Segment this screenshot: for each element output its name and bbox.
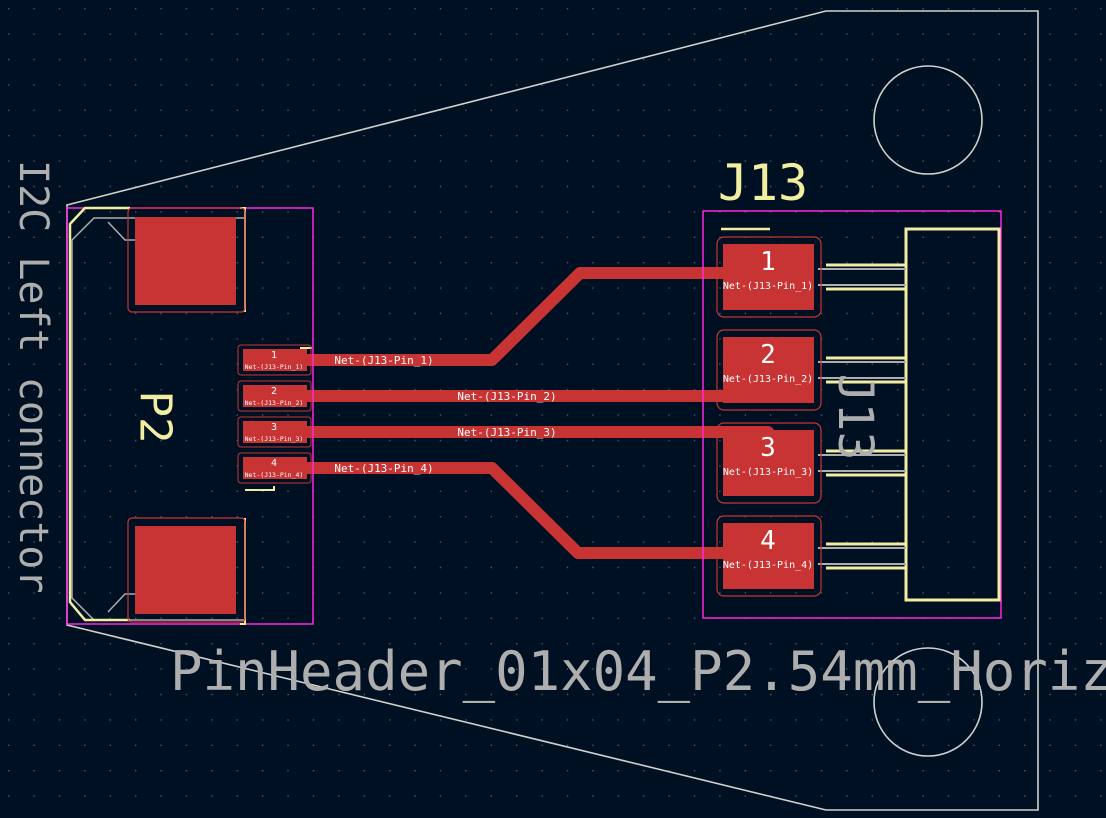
j13-pad-3-outline [716,422,822,504]
track-net-label: Net-(J13-Pin_4) [334,462,433,475]
j13-fab-reference: J13 [827,374,883,461]
track-net-labels: Net-(J13-Pin_1) Net-(J13-Pin_2) Net-(J13-P… [334,354,556,475]
p2-pad-4-outline [237,452,312,484]
p2-pad-1[interactable] [243,349,307,371]
mounting-hole-top [873,65,983,175]
p2-fab-notch-top [107,221,135,241]
j13-pad-2-outline [716,329,822,411]
p2-reference: P2 [130,391,181,444]
track-net-label: Net-(J13-Pin_1) [334,354,433,367]
j13-pad-net: Net-(J13-Pin_2) [723,374,813,385]
p2-pad-net: Net-(J13-Pin_2) [245,399,304,407]
j13-pad-net: Net-(J13-Pin_3) [723,467,813,478]
j13-pad-3[interactable] [723,430,814,496]
p2-pad-net: Net-(J13-Pin_4) [245,471,304,479]
j13-pad-1[interactable] [723,244,814,310]
board-edge-label: I2C Left connector [10,160,56,593]
p2-pad-2[interactable] [243,385,307,407]
j13-pad-number: 4 [760,526,776,556]
p2-pad-3-outline [237,416,312,448]
p2-fab-notch-bottom [107,593,135,613]
p2-mount-pad-bottom[interactable] [135,526,236,614]
j13-courtyard [702,210,1002,619]
board-outline [66,10,1039,811]
p2-silk-left [68,206,130,622]
p2-pad-number: 2 [271,386,277,397]
track-net-1[interactable] [269,267,774,366]
j13-pad-net: Net-(J13-Pin_1) [723,281,813,292]
j13-pad-number: 2 [760,340,776,370]
p2-pad-1-outline [237,344,312,376]
p2-pad-number: 4 [271,458,277,469]
j13-pad-number: 1 [760,247,776,277]
j13-reference: J13 [718,154,808,212]
j13-pad-4-outline [716,515,822,597]
p2-pad-2-outline [237,380,312,412]
track-net-label: Net-(J13-Pin_2) [457,390,556,403]
j13-pad-4[interactable] [723,523,814,589]
track-net-label: Net-(J13-Pin_3) [457,426,556,439]
p2-mount-pad-top[interactable] [135,217,236,305]
j13-pad-1-outline [716,236,822,318]
p2-pad-number: 3 [271,422,277,433]
p2-mount-pad-bottom-outline [127,517,246,623]
j13-pad-net: Net-(J13-Pin_4) [723,560,813,571]
mounting-hole-bottom [873,647,983,757]
p2-pad-3[interactable] [243,421,307,443]
track-net-4[interactable] [269,462,774,559]
p2-pad-4[interactable] [243,457,307,479]
p2-pin4-marker [245,486,275,491]
footprint-value-label: PinHeader_01x04_P2.54mm_Horizontal [170,640,1106,703]
j13-pad-number: 3 [760,433,776,463]
p2-pad-number: 1 [271,350,277,361]
p2-pad-net: Net-(J13-Pin_3) [245,435,304,443]
j13-pad-2[interactable] [723,337,814,403]
p2-pad-net: Net-(J13-Pin_1) [245,363,304,371]
j13-body-outline [904,227,1001,602]
j13-pin-leads [818,263,906,570]
p2-mount-pad-top-outline [127,207,246,313]
